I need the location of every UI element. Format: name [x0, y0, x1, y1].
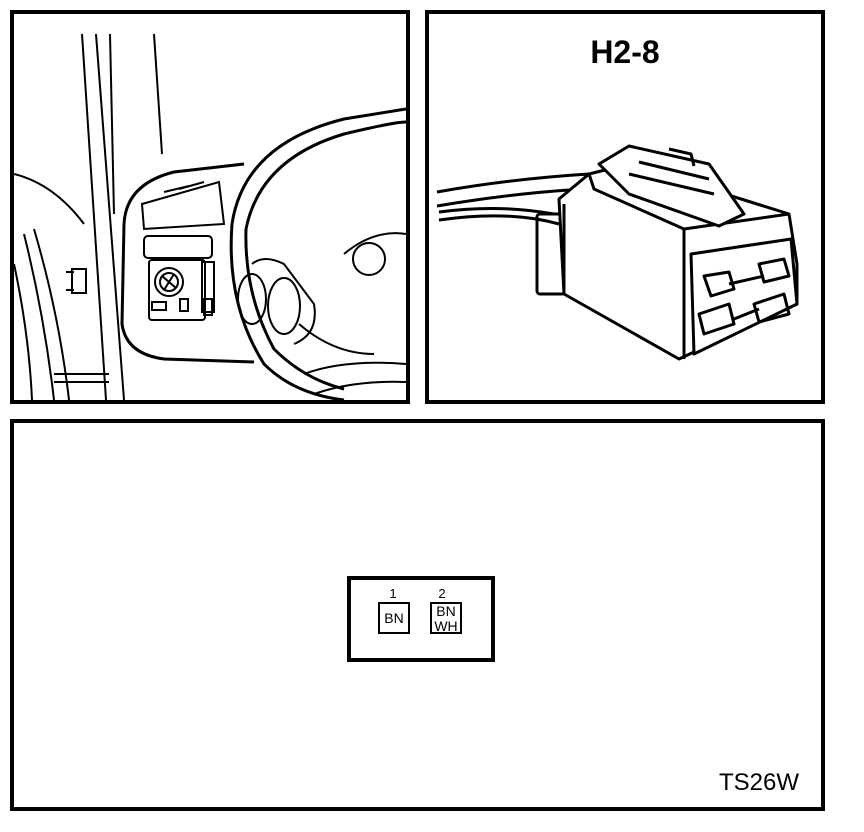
connector-illustration: [436, 144, 799, 361]
pin-1-cell: BN: [378, 602, 410, 634]
pinout-panel: 1 BN 2 BN WH TS26W: [10, 419, 825, 811]
connector-title: H2-8: [590, 34, 660, 70]
dashboard-illustration: [14, 33, 406, 400]
pin-2-number: 2: [438, 586, 446, 601]
pin-1-number: 1: [389, 586, 397, 601]
location-view-panel: [10, 10, 410, 404]
figure-code: TS26W: [718, 769, 799, 796]
connector-face-diagram: 1 BN 2 BN WH: [347, 576, 495, 662]
connector-view-panel: H2-8: [425, 10, 825, 404]
pin-2-color-primary: BN: [436, 603, 456, 619]
pin-1-color: BN: [384, 610, 404, 626]
pin-2-color-stripe: WH: [434, 618, 458, 634]
pin-2-cell: BN WH: [430, 602, 462, 634]
